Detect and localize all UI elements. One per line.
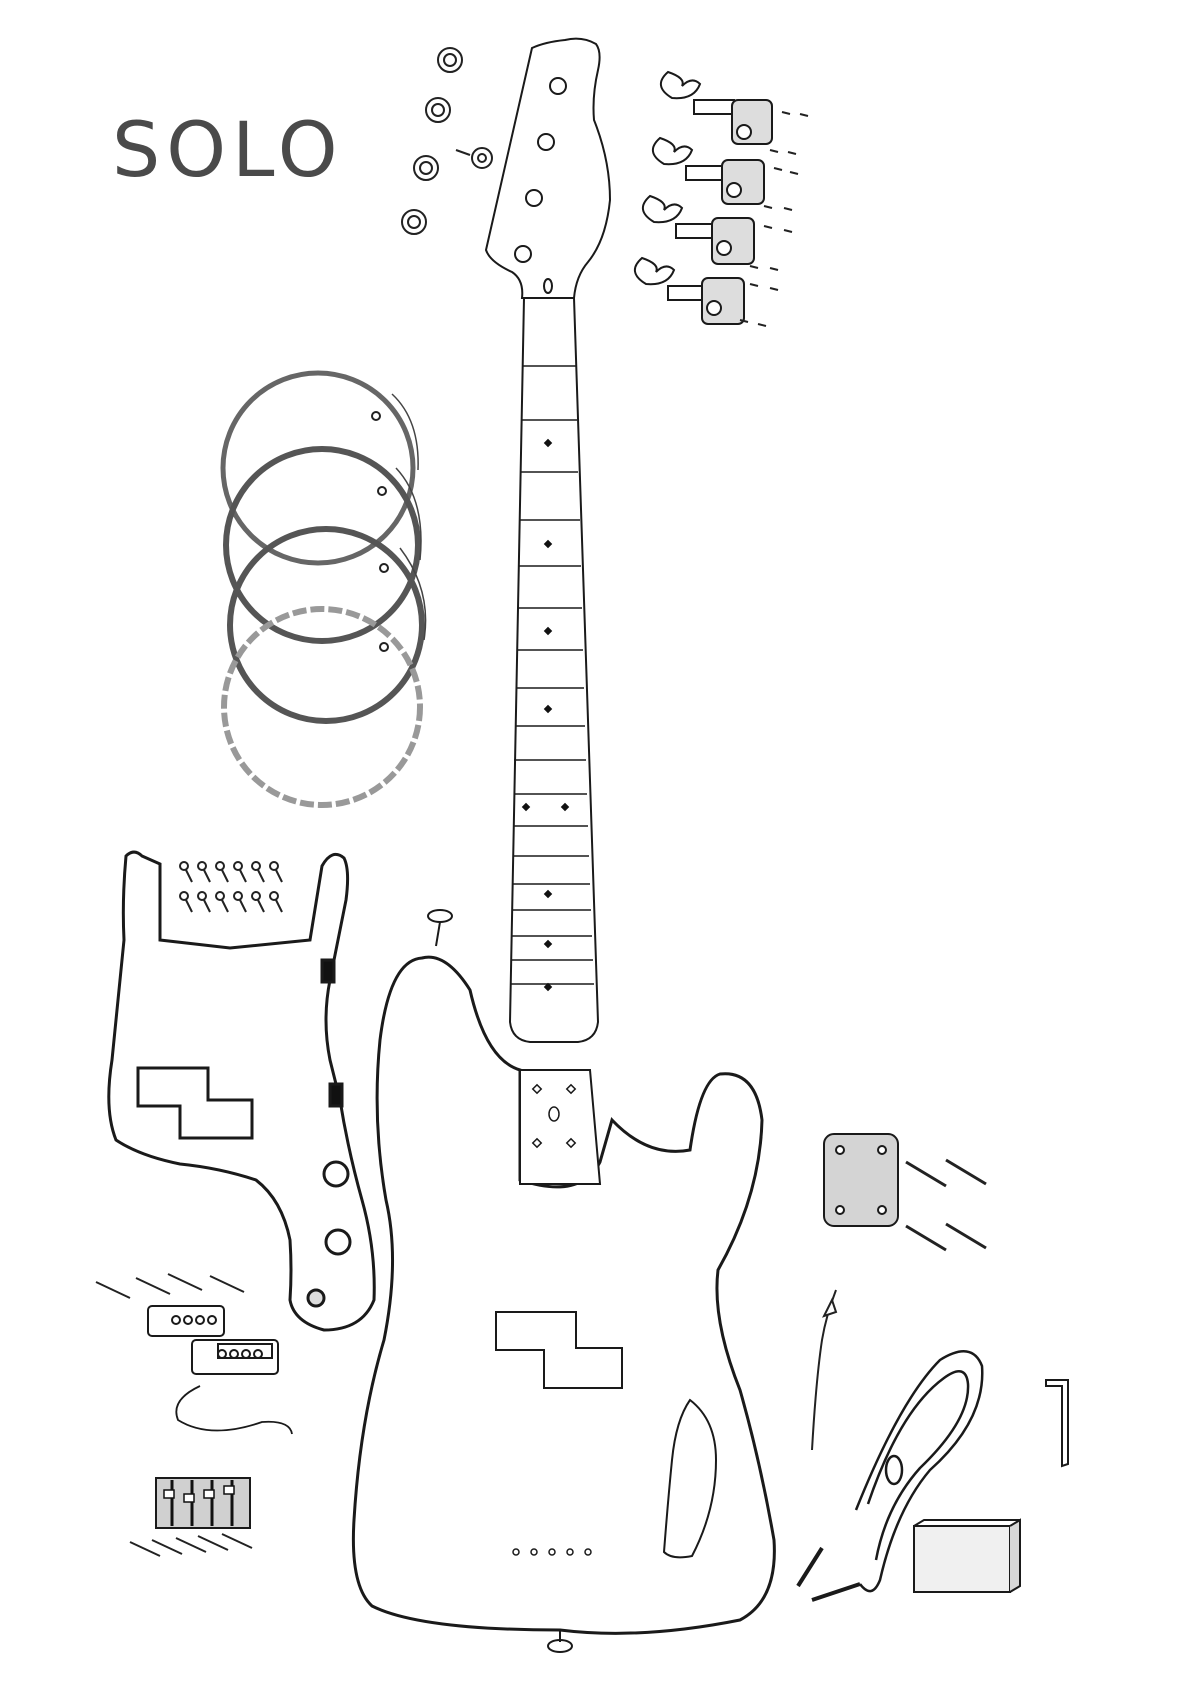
- tuning-machine-icon: [635, 72, 772, 324]
- pickguard-icon: [109, 852, 374, 1330]
- bass-body-icon: [353, 957, 774, 1633]
- screw-icon: [130, 1534, 252, 1556]
- bass-neck-icon: [486, 39, 610, 1042]
- neck-plate-icon: [824, 1134, 898, 1226]
- allen-key-icon: [1046, 1380, 1068, 1466]
- long-screw-icon: [906, 1160, 986, 1250]
- tuner-bushing-icon: [402, 48, 462, 234]
- manual-box-icon: [914, 1520, 1020, 1592]
- screw-icon: [180, 862, 282, 912]
- ground-wire-icon: [812, 1290, 836, 1450]
- brand-logo: SOLO: [112, 105, 344, 194]
- long-screw-icon: [96, 1274, 244, 1298]
- split-pickup-icon: [148, 1306, 292, 1434]
- string-coil-icon: [223, 373, 426, 805]
- string-tree-icon: [456, 148, 492, 168]
- bridge-icon: [156, 1478, 250, 1528]
